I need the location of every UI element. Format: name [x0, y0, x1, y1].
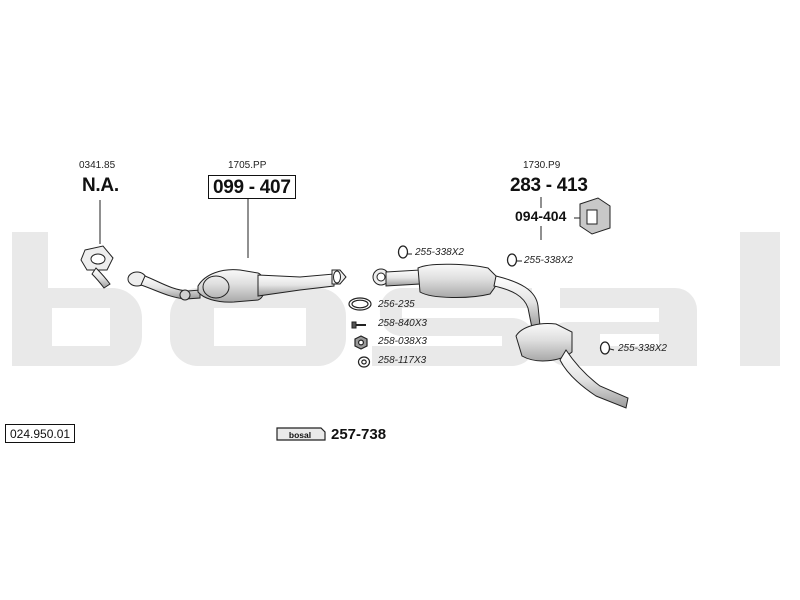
gasket-rear-icon — [599, 341, 611, 355]
rubber-mount — [579, 197, 611, 235]
front-pipe-flange — [80, 245, 114, 289]
gasket-center-icon — [397, 245, 409, 259]
rear-ref-label: 1730.P9 — [523, 160, 561, 171]
gasket-right-label: 255-338X2 — [524, 255, 573, 266]
center-muffler-section — [372, 263, 629, 409]
nut-label: 258-038X3 — [378, 336, 427, 347]
ring-label: 256-235 — [378, 299, 415, 310]
washer-label: 258-117X3 — [378, 355, 427, 366]
ring-icon — [348, 297, 372, 311]
bolt-icon — [351, 321, 366, 329]
mount-code-label: 094-404 — [515, 208, 567, 224]
bolt-label: 258-840X3 — [378, 318, 427, 329]
cat-ref-label: 1705.PP — [228, 160, 267, 171]
kit-logo: bosal — [276, 427, 326, 441]
gasket-center-label: 255-338X2 — [415, 247, 464, 258]
watermark-logo — [12, 232, 780, 366]
kit-logo-text: bosal — [289, 430, 311, 440]
catalytic-converter-pipe — [127, 269, 347, 303]
nut-icon — [354, 335, 368, 350]
diagram-id-label: 024.950.01 — [5, 424, 76, 443]
gasket-right-icon — [506, 253, 518, 267]
left-code-label: N.A. — [82, 175, 119, 196]
gasket-rear-label: 255-338X2 — [618, 343, 667, 354]
kit-code-label: 257-738 — [331, 426, 387, 443]
rear-code-label: 283 - 413 — [510, 175, 588, 196]
cat-code-label: 099 - 407 — [208, 175, 296, 199]
left-ref-label: 0341.85 — [79, 160, 116, 171]
washer-icon — [357, 356, 371, 368]
